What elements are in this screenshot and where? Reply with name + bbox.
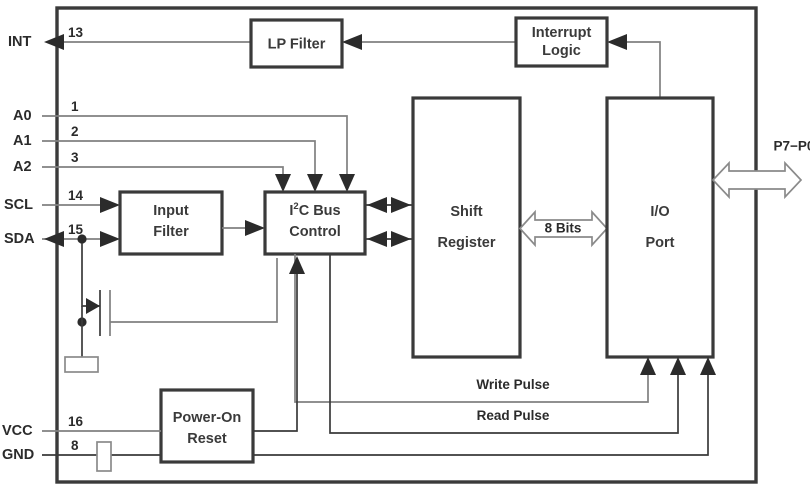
pin-label-a0: A0 bbox=[13, 108, 32, 124]
wire-write-pulse bbox=[294, 254, 649, 403]
signal-label-write-pulse: Write Pulse bbox=[476, 377, 550, 392]
wire-por-to-i2c bbox=[253, 272, 298, 432]
block-i2c-bus-control bbox=[263, 190, 367, 256]
arrowhead-i2c-to-shiftreg-upper bbox=[391, 197, 411, 213]
block-input-filter-label-line1: Input bbox=[153, 203, 189, 219]
block-i2c-bus-control-label-line2: Control bbox=[289, 224, 341, 240]
gnd-pad-rect bbox=[96, 441, 112, 472]
pin-number-scl: 14 bbox=[68, 188, 84, 203]
arrowhead-int-pin bbox=[44, 34, 64, 50]
arrowhead-read-pulse bbox=[670, 357, 686, 375]
pin-label-scl: SCL bbox=[4, 197, 33, 213]
arrowhead-a0-into-i2c bbox=[339, 174, 355, 192]
pin-number-int: 13 bbox=[68, 25, 84, 40]
pin-number-a1: 2 bbox=[71, 124, 79, 139]
transistor-substrate-pad bbox=[64, 356, 99, 373]
block-shift-register-label-line1: Shift bbox=[450, 204, 482, 220]
junction-dot-sda bbox=[77, 234, 87, 244]
arrowhead-scl-into-inputfilter bbox=[100, 197, 120, 213]
pin-number-vcc: 16 bbox=[68, 414, 84, 429]
pin-label-a1: A1 bbox=[13, 133, 32, 149]
pin-label-gnd: GND bbox=[2, 447, 34, 463]
wire-por-to-ioport bbox=[253, 372, 709, 456]
block-input-filter-label-line2: Filter bbox=[153, 224, 189, 240]
pin-label-int: INT bbox=[8, 34, 32, 50]
pin-label-sda: SDA bbox=[4, 231, 35, 247]
block-io-port bbox=[605, 96, 715, 359]
arrowhead-shiftreg-to-i2c-lower bbox=[367, 231, 387, 247]
block-lp-filter-label: LP Filter bbox=[268, 36, 326, 52]
arrowhead-into-interrupt bbox=[607, 34, 627, 50]
block-power-on-reset bbox=[159, 388, 255, 464]
block-interrupt-logic bbox=[514, 16, 609, 68]
pin-number-a2: 3 bbox=[71, 150, 79, 165]
block-interrupt-logic-label-line1: Interrupt bbox=[532, 25, 592, 41]
block-input-filter bbox=[118, 190, 224, 256]
pin-label-vcc: VCC bbox=[2, 423, 33, 439]
signal-label-read-pulse: Read Pulse bbox=[477, 408, 550, 423]
bus-p7-p0-label: P7−P0 bbox=[774, 139, 810, 154]
i2c-label-i: I bbox=[289, 203, 293, 219]
transistor-source-arrowhead bbox=[86, 298, 100, 314]
arrowhead-a1-into-i2c bbox=[307, 174, 323, 192]
arrowhead-inputfilter-into-i2c bbox=[245, 220, 265, 236]
arrowhead-por-into-i2c bbox=[289, 256, 305, 274]
block-power-on-reset-label-line2: Reset bbox=[187, 431, 227, 447]
wire-ioport-to-interrupt bbox=[625, 41, 661, 98]
pin-number-gnd: 8 bbox=[71, 438, 79, 453]
arrowhead-write-pulse bbox=[640, 357, 656, 375]
block-interrupt-logic-label-line2: Logic bbox=[542, 43, 581, 59]
i2c-label-superscript-2: 2 bbox=[293, 201, 298, 212]
block-io-port-label-line1: I/O bbox=[650, 204, 669, 220]
arrowhead-a2-into-i2c bbox=[275, 174, 291, 192]
arrowhead-sda-into-inputfilter bbox=[100, 231, 120, 247]
block-lp-filter bbox=[249, 18, 344, 69]
block-shift-register-label-line2: Register bbox=[437, 235, 495, 251]
i2c-label-cbus: C Bus bbox=[299, 203, 341, 219]
pin-number-sda: 15 bbox=[68, 222, 84, 237]
block-io-port-label-line2: Port bbox=[646, 235, 675, 251]
wire-a1-to-i2c bbox=[42, 140, 316, 176]
arrowhead-shiftreg-to-i2c-upper bbox=[367, 197, 387, 213]
pin-number-a0: 1 bbox=[71, 99, 79, 114]
block-shift-register bbox=[411, 96, 522, 359]
bus-p7-p0-arrow bbox=[711, 160, 803, 200]
wire-a0-to-i2c bbox=[42, 115, 348, 176]
arrowhead-into-lpfilter bbox=[342, 34, 362, 50]
arrowhead-i2c-to-shiftreg-lower bbox=[391, 231, 411, 247]
arrowhead-por-into-ioport bbox=[700, 357, 716, 375]
block-i2c-bus-control-label-line1: I2C Bus bbox=[289, 201, 340, 219]
wire-a2-to-i2c bbox=[42, 166, 284, 176]
wire-transistor-to-i2c bbox=[110, 258, 278, 323]
arrowhead-sda-out-pin bbox=[44, 231, 64, 247]
wire-read-pulse bbox=[329, 254, 679, 434]
block-power-on-reset-label-line1: Power-On bbox=[173, 410, 241, 426]
bus-8bits-label: 8 Bits bbox=[545, 221, 582, 236]
pin-label-a2: A2 bbox=[13, 159, 32, 175]
